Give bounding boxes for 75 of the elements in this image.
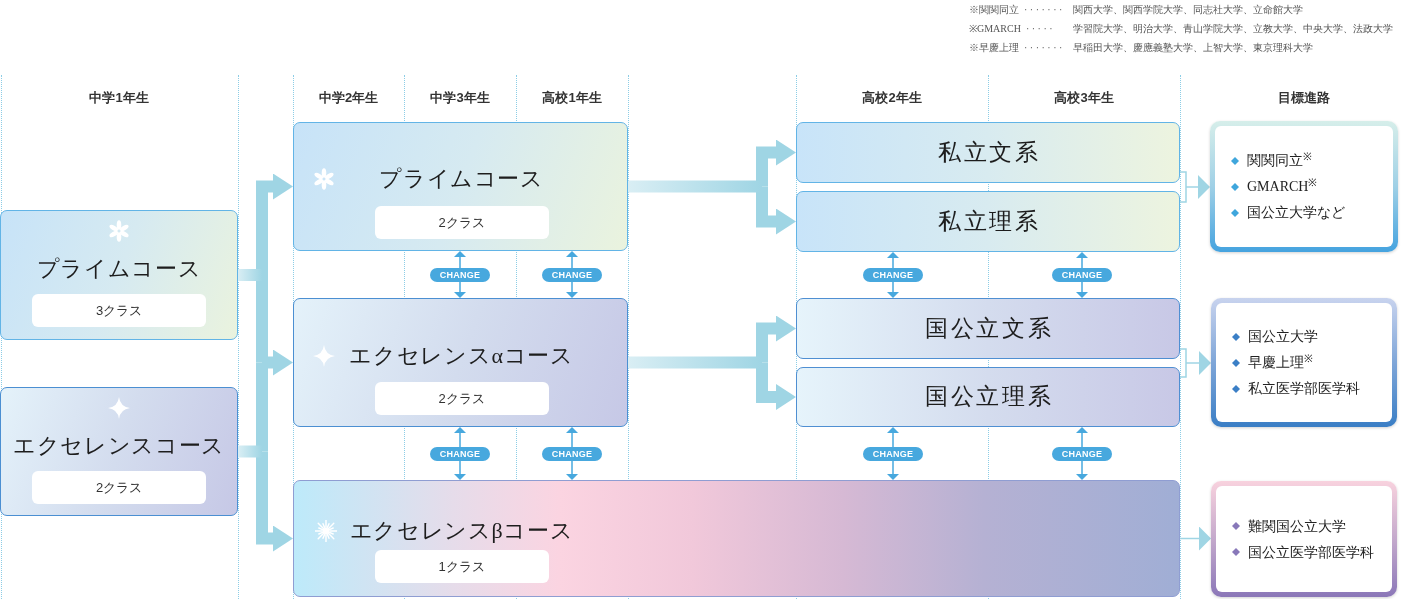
- goal-panel: [1211, 298, 1397, 427]
- note-term: ※早慶上理: [969, 41, 1019, 55]
- course-title: プライムコース: [379, 165, 544, 193]
- goal-panel: [1211, 481, 1397, 597]
- course-title: エクセレンスコース: [13, 432, 225, 460]
- edge-label: CHANGE: [542, 446, 602, 461]
- column-header: 目標進路: [1278, 89, 1330, 107]
- goal-item: GMARCH$^{※}$: [1247, 177, 1318, 196]
- column-header: 中学2年生: [318, 89, 379, 107]
- track-box: [796, 298, 1180, 359]
- note-text: 早稲田大学、慶應義塾大学、上智大学、東京理科大学: [1073, 41, 1313, 55]
- goal-item: 国公立医学部医学科: [1248, 543, 1374, 562]
- course-box: [0, 210, 238, 340]
- track-title: 私立理系: [936, 207, 1041, 236]
- leader-dots: ·······: [1024, 41, 1065, 55]
- column-header: 高校3年生: [1054, 89, 1114, 107]
- track-box: [796, 367, 1180, 427]
- class-count-tag: 1クラス: [374, 550, 549, 583]
- column-header: 中学3年生: [430, 89, 490, 107]
- edge-label: CHANGE: [863, 446, 923, 461]
- edge-label: CHANGE: [542, 267, 602, 282]
- arrow: [1179, 526, 1211, 551]
- connector-line: [256, 275, 268, 363]
- course-box: [293, 480, 1180, 597]
- edge-label: CHANGE: [430, 446, 490, 461]
- note-term: ※GMARCH: [969, 22, 1021, 36]
- goal-item: 私立医学部医学科: [1248, 380, 1360, 398]
- column-header: 高校2年生: [862, 89, 922, 107]
- track-title: 国公立理系: [923, 383, 1054, 411]
- connector-line: [1179, 362, 1187, 378]
- note-text: 関西大学、関西学院大学、同志社大学、立命館大学: [1073, 3, 1303, 17]
- edge-label: CHANGE: [1052, 446, 1112, 461]
- edge-label: CHANGE: [430, 267, 490, 282]
- connector-line: [628, 356, 762, 369]
- arrow: [1185, 351, 1211, 375]
- connector-line: [628, 180, 762, 193]
- course-title: エクセレンスβコース: [349, 517, 574, 545]
- edge-label: CHANGE: [1052, 268, 1112, 282]
- connector-line: [1179, 186, 1187, 203]
- course-box: [293, 298, 628, 427]
- connector-line: [238, 269, 262, 281]
- column-header: 高校1年生: [542, 89, 602, 107]
- track-box: [796, 122, 1180, 183]
- edge-label: CHANGE: [863, 268, 923, 282]
- leader-dots: ·····: [1025, 22, 1056, 36]
- goal-item: 関関同立$^{※}$: [1247, 151, 1312, 170]
- note-text: 学習院大学、明治大学、青山学院大学、立教大学、中央大学、法政大学: [1073, 22, 1393, 36]
- goal-panel: [1210, 121, 1398, 252]
- arrow: [256, 173, 293, 275]
- course-box: [0, 387, 238, 516]
- course-box: [293, 122, 628, 251]
- arrow: [756, 315, 796, 363]
- arrow: [756, 186, 796, 235]
- column-header: 中学1年生: [89, 89, 149, 107]
- track-box: [796, 191, 1180, 252]
- arrow: [1185, 175, 1210, 199]
- class-count-tag: 2クラス: [374, 382, 549, 415]
- goal-item: 難関国公立大学: [1248, 517, 1346, 536]
- track-title: 国公立文系: [923, 314, 1054, 343]
- leader-dots: ·······: [1024, 3, 1065, 17]
- goal-item: 国公立大学など: [1247, 204, 1345, 222]
- note-term: ※関関同立: [969, 3, 1019, 17]
- goal-item: 早慶上理$^{※}$: [1248, 353, 1313, 372]
- class-count-tag: 3クラス: [32, 294, 206, 327]
- connector-line: [1179, 171, 1187, 188]
- arrow: [756, 139, 796, 187]
- course-title: プライムコース: [36, 255, 202, 283]
- class-count-tag: 2クラス: [32, 471, 206, 504]
- track-title: 私立文系: [936, 138, 1041, 167]
- class-count-tag: 2クラス: [374, 206, 549, 239]
- arrow: [756, 362, 796, 410]
- arrow: [256, 451, 293, 552]
- connector-line: [1179, 348, 1187, 364]
- goal-item: 国公立大学: [1248, 328, 1318, 346]
- course-title: エクセレンスαコース: [349, 342, 574, 370]
